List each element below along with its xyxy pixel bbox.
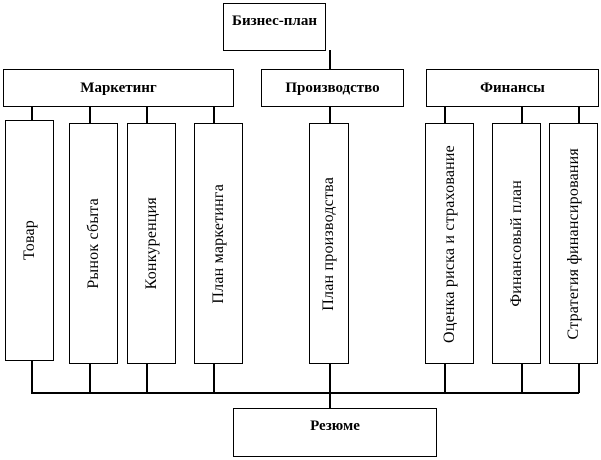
node-risk-assessment: Оценка риска и страхование xyxy=(425,123,474,364)
node-marketing-plan: План маркетинга xyxy=(194,123,243,364)
connector xyxy=(521,106,523,123)
node-finance: Финансы xyxy=(426,69,599,107)
node-label: Рынок сбыта xyxy=(84,198,102,289)
connector xyxy=(213,106,215,123)
connector xyxy=(329,50,331,69)
connector xyxy=(89,106,91,123)
connector xyxy=(444,106,446,123)
connector xyxy=(578,106,580,123)
node-financing-strategy: Стратегия финансирования xyxy=(549,123,598,364)
node-production-plan: План производства xyxy=(309,123,349,364)
node-label: План маркетинга xyxy=(209,183,227,304)
node-label: Маркетинг xyxy=(80,79,157,96)
node-label: Финансы xyxy=(480,79,545,96)
node-business-plan: Бизнес-план xyxy=(223,3,326,51)
node-label: Бизнес-план xyxy=(232,13,317,29)
node-production: Производство xyxy=(261,69,404,107)
node-competition: Конкуренция xyxy=(127,123,176,364)
connector xyxy=(329,363,331,408)
connector xyxy=(31,360,33,392)
connector xyxy=(329,106,331,123)
connector xyxy=(578,363,580,393)
connector xyxy=(31,106,33,120)
node-financial-plan: Финансовый план xyxy=(492,123,541,364)
node-product: Товар xyxy=(5,120,54,361)
bus-line xyxy=(31,392,579,394)
node-label: Товар xyxy=(20,220,38,261)
node-label: Конкуренция xyxy=(142,197,160,290)
node-label: Производство xyxy=(285,79,380,96)
node-marketing: Маркетинг xyxy=(3,69,234,107)
node-summary: Резюме xyxy=(233,408,437,457)
connector xyxy=(146,106,148,123)
connector xyxy=(444,363,446,392)
connector xyxy=(89,363,91,392)
node-label: План производства xyxy=(320,176,337,311)
connector xyxy=(146,363,148,392)
node-label: Финансовый план xyxy=(507,180,525,307)
node-label: Резюме xyxy=(310,418,360,434)
node-label: Оценка риска и страхование xyxy=(440,144,458,343)
node-label: Стратегия финансирования xyxy=(564,147,582,340)
connector xyxy=(521,363,523,392)
connector xyxy=(213,363,215,392)
node-market: Рынок сбыта xyxy=(69,123,118,364)
